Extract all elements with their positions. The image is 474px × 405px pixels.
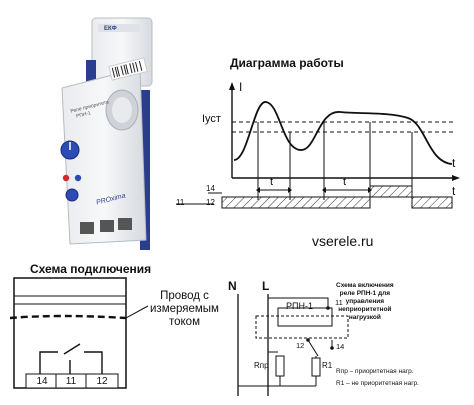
timing-diagram [176, 82, 460, 209]
wiring-title: Схема включения реле РПН-1 для управлени… [336, 282, 394, 321]
phase-label: L [262, 279, 270, 293]
terminal-14: 14 [36, 376, 48, 387]
timing-title: Диаграмма работы [230, 56, 344, 70]
non-priority-load-resistor [311, 357, 321, 377]
pin-label-14: 14 [206, 184, 215, 193]
current-axis-label: I [239, 80, 243, 94]
device-brand-logo: ЕКФ [104, 26, 117, 32]
interval-label-1: t [270, 176, 274, 188]
wiring-note-2: R1 – не приоритетная нагр. [336, 380, 419, 387]
wire-pointer [125, 305, 149, 319]
time-axis-label-lower: t [452, 184, 456, 198]
threshold-label: Iуст [202, 113, 221, 125]
priority-load-label: Rпр [254, 361, 269, 370]
non-priority-load-label: R1 [322, 361, 333, 370]
pin-label-12: 12 [206, 198, 215, 207]
time-axis-label-upper: t [452, 156, 456, 170]
neutral-label: N [228, 279, 237, 293]
switch-contact [63, 343, 81, 355]
relay-label: РПН-1 [286, 301, 313, 311]
wiring-pin-14: 14 [336, 342, 345, 351]
current-curve [233, 101, 453, 165]
wiring-pin-12: 12 [296, 341, 305, 350]
watermark: vserele.ru [312, 233, 374, 249]
interval-label-2: t [343, 176, 347, 188]
wiring-pin-11: 11 [335, 298, 343, 307]
wire-label: Провод с измеряемым током [150, 290, 219, 328]
priority-load-resistor [275, 355, 285, 377]
connection-title: Схема подключения [30, 262, 152, 276]
measured-wire [9, 314, 127, 320]
contact-state-low [221, 196, 371, 209]
terminal-11: 11 [65, 376, 77, 387]
wiring-note-1: Rпр – приоритетная нагр. [336, 368, 414, 375]
terminal-block [25, 373, 119, 389]
relay-device-illustration [60, 17, 153, 250]
din-rail-clip [140, 90, 150, 250]
pin-label-11: 11 [176, 198, 185, 207]
led-indicator-blue [74, 174, 82, 182]
connection-scheme [9, 277, 149, 389]
barcode [108, 57, 148, 81]
wiring-scheme [237, 294, 349, 396]
terminal-12: 12 [96, 376, 108, 387]
led-indicator-red [62, 174, 70, 182]
contact-state-high [369, 185, 413, 198]
relay-rpn1-box [277, 307, 333, 327]
